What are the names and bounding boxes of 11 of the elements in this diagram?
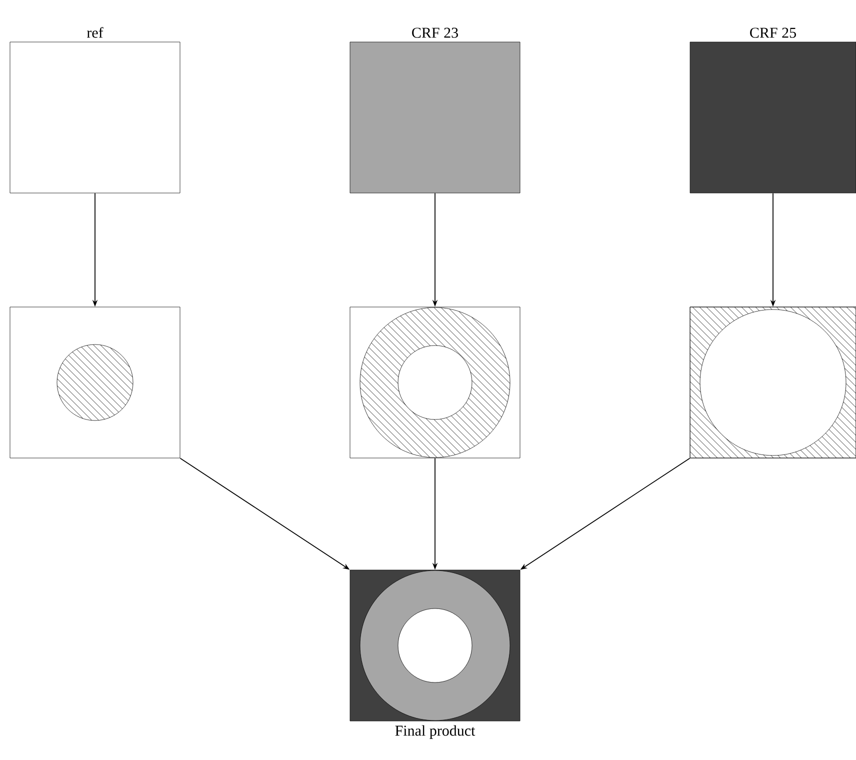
image-box: CRF 25 bbox=[690, 28, 856, 194]
image-box: CRF 23 bbox=[350, 28, 520, 194]
image-box: ref bbox=[10, 27, 180, 194]
image-box: Final product bbox=[350, 570, 520, 739]
empty-box bbox=[10, 306, 180, 458]
node-label: CRF 25 bbox=[750, 28, 796, 38]
node-label: CRF 23 bbox=[412, 28, 458, 38]
node-label: ref bbox=[86, 27, 104, 38]
empty-box bbox=[690, 306, 856, 458]
empty-box bbox=[350, 306, 520, 458]
node-label: Final product bbox=[395, 725, 476, 739]
